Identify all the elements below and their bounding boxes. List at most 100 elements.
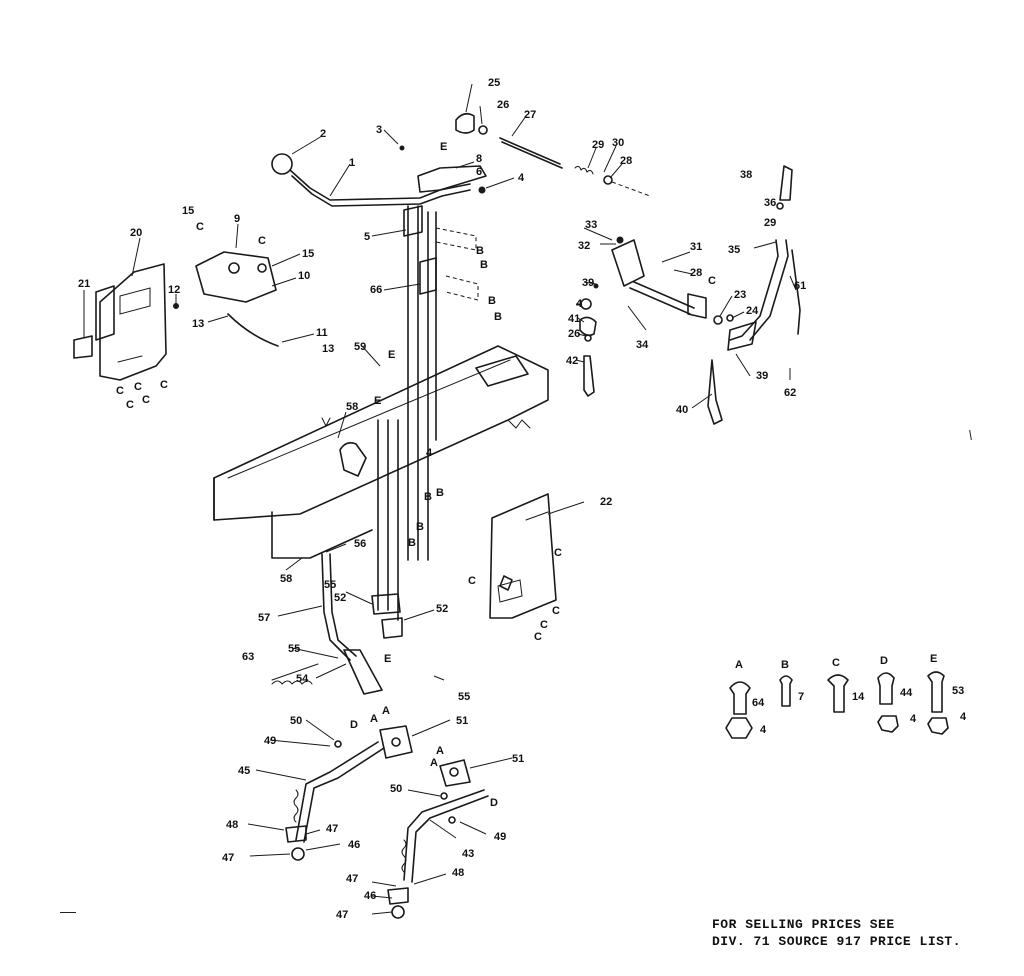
callout-3: 3 xyxy=(376,124,382,136)
handle-lever-assembly xyxy=(271,153,487,207)
callout-50-a: 50 xyxy=(290,715,302,727)
callout-29-a: 29 xyxy=(592,139,604,151)
letter-B-6: B xyxy=(436,487,444,499)
price-note-line-2: DIV. 71 SOURCE 917 PRICE LIST. xyxy=(712,934,962,949)
callout-46-b: 46 xyxy=(364,890,376,902)
callout-numbers: 1 2 3 4 5 6 8 9 10 11 12 13 13 15 15 20 … xyxy=(78,77,806,921)
callout-24: 24 xyxy=(746,305,759,317)
letter-B-1: B xyxy=(476,245,484,257)
bracket-10-assembly xyxy=(173,251,279,347)
callout-21: 21 xyxy=(78,278,90,290)
letter-D-1: D xyxy=(350,719,358,731)
callout-56: 56 xyxy=(354,538,366,550)
key-nut-E: 4 xyxy=(960,711,967,723)
callout-41: 41 xyxy=(568,313,580,325)
callout-61: 61 xyxy=(794,280,806,292)
callout-36: 36 xyxy=(764,197,776,209)
hardware-letters: E E E E B B B B B B B B C C C C C C C C … xyxy=(116,141,716,809)
letter-B-8: B xyxy=(408,537,416,549)
callout-58-a: 58 xyxy=(346,401,358,413)
callout-51-a: 51 xyxy=(456,715,468,727)
callout-45: 45 xyxy=(238,765,250,777)
letter-E-4: E xyxy=(384,653,391,665)
letter-C-4: C xyxy=(116,385,124,397)
lever-45-assembly xyxy=(285,725,413,861)
callout-8: 8 xyxy=(476,153,482,165)
small-parts-column xyxy=(579,236,624,397)
callout-34: 34 xyxy=(636,339,649,351)
callout-47-b: 47 xyxy=(222,852,234,864)
callout-31: 31 xyxy=(690,241,702,253)
letter-A-1: A xyxy=(370,713,378,725)
callout-47-d: 47 xyxy=(336,909,348,921)
right-panel-22 xyxy=(489,493,557,619)
left-panel-20 xyxy=(73,263,167,381)
letter-B-5: B xyxy=(424,491,432,503)
callout-28-b: 28 xyxy=(690,267,702,279)
letter-C-5: C xyxy=(142,394,150,406)
callout-42: 42 xyxy=(566,355,578,367)
key-letter-A: A xyxy=(735,659,743,671)
callout-4-side: 4 xyxy=(576,298,583,310)
callout-11: 11 xyxy=(316,327,328,339)
hardware-key xyxy=(725,671,949,739)
letter-A-3: A xyxy=(436,745,444,757)
callout-9: 9 xyxy=(234,213,240,225)
callout-5: 5 xyxy=(364,231,370,243)
callout-4: 4 xyxy=(518,172,525,184)
callout-12: 12 xyxy=(168,284,180,296)
callout-30: 30 xyxy=(612,137,624,149)
letter-C-8: C xyxy=(708,275,716,287)
callout-48-b: 48 xyxy=(452,867,464,879)
callout-23: 23 xyxy=(734,289,746,301)
letter-C-3: C xyxy=(134,381,142,393)
callout-47-a: 47 xyxy=(326,823,338,835)
lever-43-assembly xyxy=(387,759,489,919)
callout-10: 10 xyxy=(298,270,310,282)
price-list-note: FOR SELLING PRICES SEE DIV. 71 SOURCE 91… xyxy=(712,916,961,950)
callout-28-a: 28 xyxy=(620,155,632,167)
letter-B-4: B xyxy=(494,311,502,323)
callout-22: 22 xyxy=(600,496,612,508)
callout-66: 66 xyxy=(370,284,382,296)
letter-B-7: B xyxy=(416,521,424,533)
callout-52-a: 52 xyxy=(334,592,346,604)
key-letter-C: C xyxy=(832,657,840,669)
callout-38: 38 xyxy=(740,169,752,181)
callout-29-b: 29 xyxy=(764,217,776,229)
callout-54: 54 xyxy=(296,673,309,685)
knob-and-rod-assembly xyxy=(399,112,651,197)
callout-6: 6 xyxy=(476,166,482,178)
key-letter-E: E xyxy=(930,653,937,665)
leader-lines xyxy=(83,83,797,915)
letter-A-2: A xyxy=(382,705,390,717)
callout-57: 57 xyxy=(258,612,270,624)
key-part-C: 14 xyxy=(852,691,865,703)
letter-C-7: C xyxy=(126,399,134,411)
callout-48-a: 48 xyxy=(226,819,238,831)
callout-25: 25 xyxy=(488,77,500,89)
callout-50-b: 50 xyxy=(390,783,402,795)
hardware-key-labels: A 64 4 B 7 C 14 D 44 4 E 53 4 xyxy=(735,653,967,736)
key-part-D: 44 xyxy=(900,687,913,699)
callout-49-b: 49 xyxy=(494,831,506,843)
letter-C-6: C xyxy=(160,379,168,391)
price-note-line-1: FOR SELLING PRICES SEE xyxy=(712,917,895,932)
callout-52-b: 52 xyxy=(436,603,448,615)
callout-35: 35 xyxy=(728,244,740,256)
callout-33: 33 xyxy=(585,219,597,231)
callout-15-b: 15 xyxy=(302,248,314,260)
letter-C-10: C xyxy=(468,575,476,587)
key-part-B: 7 xyxy=(798,691,804,703)
key-letter-B: B xyxy=(781,659,789,671)
callout-59: 59 xyxy=(354,341,366,353)
key-nut-A: 4 xyxy=(760,724,767,736)
key-nut-D: 4 xyxy=(910,713,917,725)
callout-15-a: 15 xyxy=(182,205,194,217)
main-frame xyxy=(213,345,549,559)
key-part-E: 53 xyxy=(952,685,964,697)
callout-55-a: 55 xyxy=(324,579,336,591)
letter-C-2: C xyxy=(258,235,266,247)
callout-49-a: 49 xyxy=(264,735,276,747)
